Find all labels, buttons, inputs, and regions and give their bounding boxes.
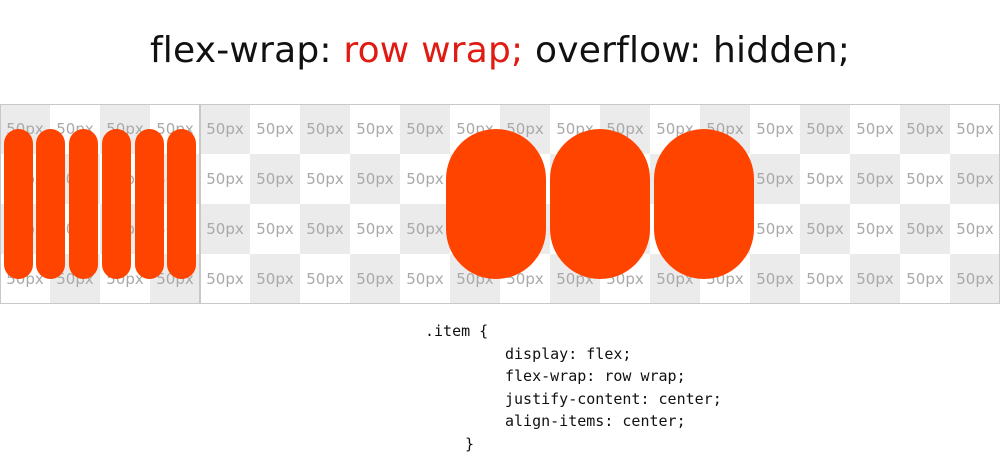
grid-cell: 50px (400, 204, 450, 254)
code-selector: .item { (425, 322, 489, 340)
grid-cell: 50px (950, 154, 1000, 204)
code-prop-display: display: flex; (505, 344, 632, 363)
grid-cell: 50px (300, 204, 350, 254)
grid-cell: 50px (950, 254, 1000, 304)
grid-cell: 50px (200, 104, 250, 154)
grid-cell: 50px (350, 154, 400, 204)
flex-item-wide (446, 129, 546, 279)
grid-cell: 50px (800, 254, 850, 304)
flex-item-wide (550, 129, 650, 279)
flex-item-narrow (134, 129, 164, 279)
grid-cell: 50px (400, 104, 450, 154)
grid-cell: 50px (350, 104, 400, 154)
grid-cell: 50px (850, 104, 900, 154)
flex-item-wide (654, 129, 754, 279)
flex-item-narrow (3, 129, 33, 279)
grid-cell: 50px (800, 154, 850, 204)
grid-cell: 50px (950, 204, 1000, 254)
grid-cell: 50px (250, 204, 300, 254)
grid-cell: 50px (950, 104, 1000, 154)
grid-cell: 50px (300, 254, 350, 304)
code-prop-flex-wrap: flex-wrap: row wrap; (505, 367, 686, 385)
grid-cell: 50px (800, 204, 850, 254)
grid-cell: 50px (250, 104, 300, 154)
grid-cell: 50px (900, 154, 950, 204)
container-divider (199, 104, 201, 304)
grid-cell: 50px (900, 204, 950, 254)
grid-cell: 50px (300, 104, 350, 154)
grid-cell: 50px (350, 204, 400, 254)
grid-cell: 50px (250, 254, 300, 304)
flex-item-narrow (36, 129, 66, 279)
title-prefix: flex-wrap: (149, 30, 344, 71)
title-suffix: overflow: hidden; (523, 30, 851, 71)
code-close: } (465, 434, 475, 453)
grid-cell: 50px (750, 254, 800, 304)
grid-cell: 50px (750, 154, 800, 204)
grid-cell: 50px (200, 254, 250, 304)
grid-cell: 50px (200, 204, 250, 254)
grid-cell: 50px (900, 104, 950, 154)
grid-cell: 50px (850, 204, 900, 254)
flex-item-narrow (101, 129, 131, 279)
flex-item-narrow (69, 129, 99, 279)
grid-cell: 50px (750, 204, 800, 254)
grid-cell: 50px (200, 154, 250, 204)
narrow-items-container (0, 104, 200, 304)
code-prop-align-items: align-items: center; (505, 412, 686, 430)
code-block: .item { display: flex; flex-wrap: row wrap… (425, 320, 722, 455)
grid-cell: 50px (800, 104, 850, 154)
title-highlight: row wrap; (343, 30, 524, 71)
grid-cell: 50px (400, 254, 450, 304)
grid-cell: 50px (400, 154, 450, 204)
grid-cell: 50px (250, 154, 300, 204)
grid-cell: 50px (300, 154, 350, 204)
code-prop-justify-content: justify-content: center; (505, 389, 722, 408)
grid-cell: 50px (750, 104, 800, 154)
grid-cell: 50px (350, 254, 400, 304)
grid-cell: 50px (900, 254, 950, 304)
page-title: flex-wrap: row wrap; overflow: hidden; (0, 30, 1000, 71)
wide-items-container (200, 104, 1000, 304)
grid-cell: 50px (850, 154, 900, 204)
flex-item-narrow (167, 129, 197, 279)
grid-cell: 50px (850, 254, 900, 304)
